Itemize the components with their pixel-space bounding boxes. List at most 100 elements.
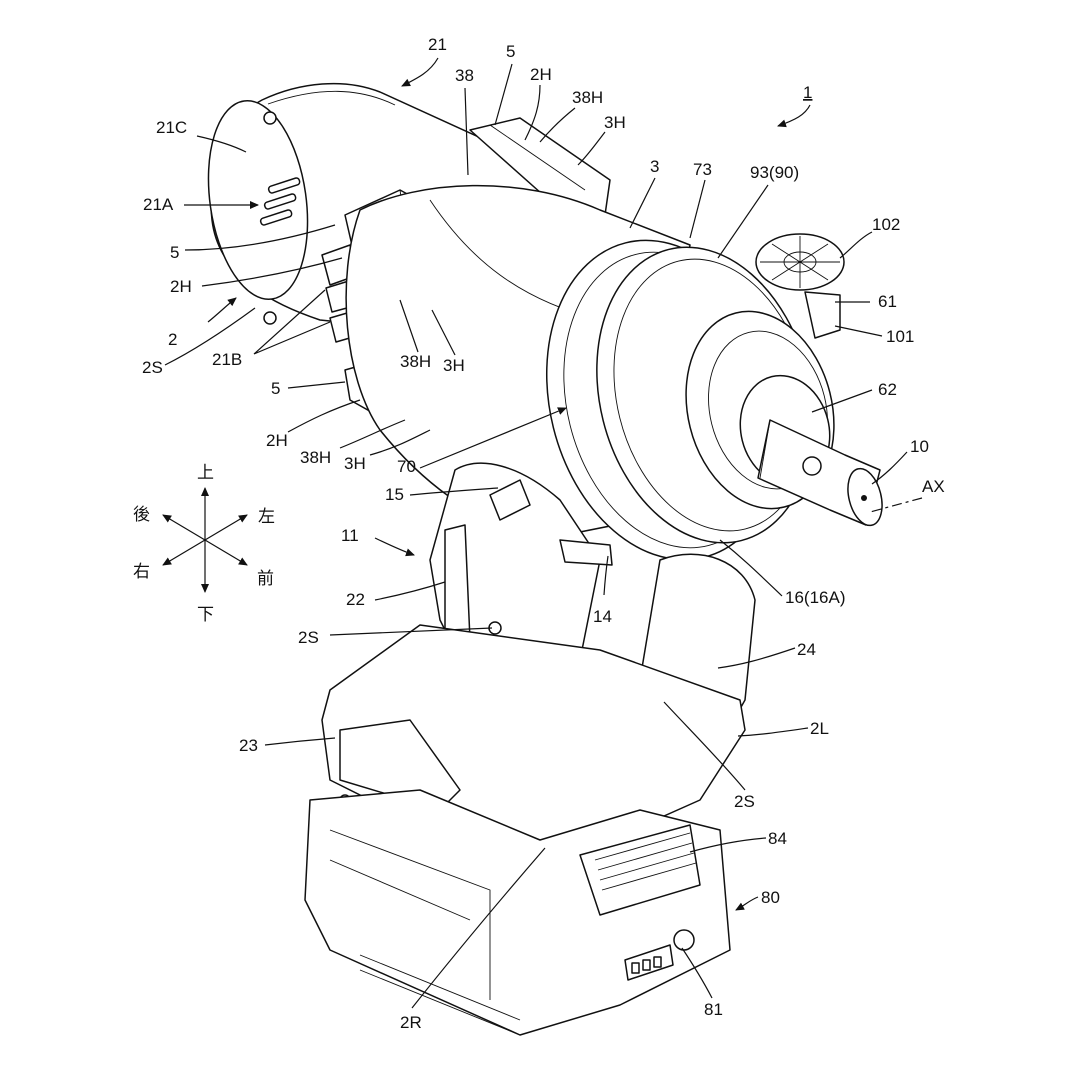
ref-label-5-lower: 5 xyxy=(271,379,280,398)
dir-left: 左 xyxy=(258,507,275,527)
arrow-left xyxy=(204,514,248,541)
arrow-front xyxy=(204,539,248,566)
ref-label-2S-right: 2S xyxy=(734,792,755,811)
ref-label-2H-left: 2H xyxy=(170,277,192,296)
leader-24 xyxy=(717,647,796,669)
leader-2R xyxy=(411,847,546,1009)
dir-front: 前 xyxy=(257,569,274,589)
ref-label-38H-lower: 38H xyxy=(300,448,331,467)
leader-38Hc xyxy=(339,419,406,449)
leader-2Sb xyxy=(329,627,493,636)
leader-102 xyxy=(839,231,873,259)
ref-label-70: 70 xyxy=(397,457,416,476)
leader-21 xyxy=(401,57,439,87)
arrow-right xyxy=(162,539,206,566)
leader-70 xyxy=(419,407,567,469)
ref-label-73: 73 xyxy=(693,160,712,179)
ref-label-2H-top: 2H xyxy=(530,65,552,84)
ref-label-2R: 2R xyxy=(400,1013,422,1032)
leader-2Hc xyxy=(287,399,361,433)
ref-label-3: 3 xyxy=(650,157,659,176)
impact-wrench-drawing xyxy=(207,82,883,1036)
leader-10 xyxy=(871,451,908,485)
ref-label-101: 101 xyxy=(886,327,914,346)
ref-label-81: 81 xyxy=(704,1000,723,1019)
ref-label-2L: 2L xyxy=(810,719,829,738)
leader-2Hb xyxy=(201,257,343,287)
leader-2 xyxy=(207,297,237,323)
leader-2Sa xyxy=(164,307,256,366)
leader-21B xyxy=(253,289,331,355)
ref-label-5-left: 5 xyxy=(170,243,179,262)
ref-label-21: 21 xyxy=(428,35,447,54)
axis-line xyxy=(869,497,923,513)
reference-labels: 21 5 38 2H 38H 3H 1 21C 21A 3 73 93(90) … xyxy=(142,35,945,1032)
leader-80 xyxy=(735,896,759,911)
ref-label-11: 11 xyxy=(341,526,359,545)
ref-label-3H-top: 3H xyxy=(604,113,626,132)
leader-2Ha xyxy=(524,84,541,141)
ref-label-23: 23 xyxy=(239,736,258,755)
ref-label-21B: 21B xyxy=(212,350,242,369)
leader-93 xyxy=(717,184,769,259)
leader-lines xyxy=(164,57,923,1009)
leader-62 xyxy=(811,389,873,413)
ref-label-22: 22 xyxy=(346,590,365,609)
leader-81 xyxy=(681,947,713,999)
ref-label-21C: 21C xyxy=(156,118,187,137)
leader-3Hc xyxy=(369,429,431,456)
ref-label-AX: AX xyxy=(922,477,945,496)
ref-label-38H-top: 38H xyxy=(572,88,603,107)
direction-diagram: 上 下 後 左 右 前 xyxy=(133,463,275,625)
leader-14 xyxy=(603,555,609,596)
ref-label-16-16A: 16(16A) xyxy=(785,588,845,607)
leader-3 xyxy=(629,177,656,229)
leader-38Hb xyxy=(399,299,419,353)
ref-label-38H-mid: 38H xyxy=(400,352,431,371)
dir-up: 上 xyxy=(197,463,214,483)
leader-5c xyxy=(287,381,346,389)
leader-2Sc xyxy=(663,701,746,791)
leader-38 xyxy=(464,87,469,176)
ref-label-80: 80 xyxy=(761,888,780,907)
dir-right: 右 xyxy=(133,562,150,582)
ring-knob xyxy=(755,233,845,339)
ref-label-3H-lower: 3H xyxy=(344,454,366,473)
ref-label-15: 15 xyxy=(385,485,404,504)
leader-16 xyxy=(719,539,783,597)
leader-5b xyxy=(184,224,336,251)
leader-2L xyxy=(737,727,809,737)
leader-15 xyxy=(409,487,499,496)
leader-38Ha xyxy=(539,107,576,143)
ref-label-2S-handle: 2S xyxy=(298,628,319,647)
ref-label-14: 14 xyxy=(593,607,612,626)
ref-label-2: 2 xyxy=(168,330,177,349)
ref-label-38: 38 xyxy=(455,66,474,85)
ref-label-10: 10 xyxy=(910,437,929,456)
ref-label-62: 62 xyxy=(878,380,897,399)
front-cap xyxy=(685,310,883,527)
leader-101 xyxy=(834,325,883,337)
ref-label-3H-mid: 3H xyxy=(443,356,465,375)
ref-label-61: 61 xyxy=(878,292,897,311)
figure-number: 1 xyxy=(803,83,812,102)
dir-rear: 後 xyxy=(133,505,150,525)
leader-73 xyxy=(689,179,706,239)
leader-3Hb xyxy=(431,309,456,356)
leader-3Ha xyxy=(577,131,606,166)
leader-21C xyxy=(196,135,247,153)
ref-label-2H-lower: 2H xyxy=(266,431,288,450)
leader-11 xyxy=(374,537,415,557)
ref-label-93-90: 93(90) xyxy=(750,163,799,182)
leader-84 xyxy=(689,837,767,853)
ref-label-84: 84 xyxy=(768,829,787,848)
ref-label-2S-left: 2S xyxy=(142,358,163,377)
ref-label-21A: 21A xyxy=(143,195,174,214)
arrow-rear xyxy=(162,514,206,541)
ref-label-5-top: 5 xyxy=(506,42,515,61)
ref-label-102: 102 xyxy=(872,215,900,234)
leader-23 xyxy=(264,737,336,746)
leader-5a xyxy=(494,63,513,126)
ref-label-24: 24 xyxy=(797,640,816,659)
